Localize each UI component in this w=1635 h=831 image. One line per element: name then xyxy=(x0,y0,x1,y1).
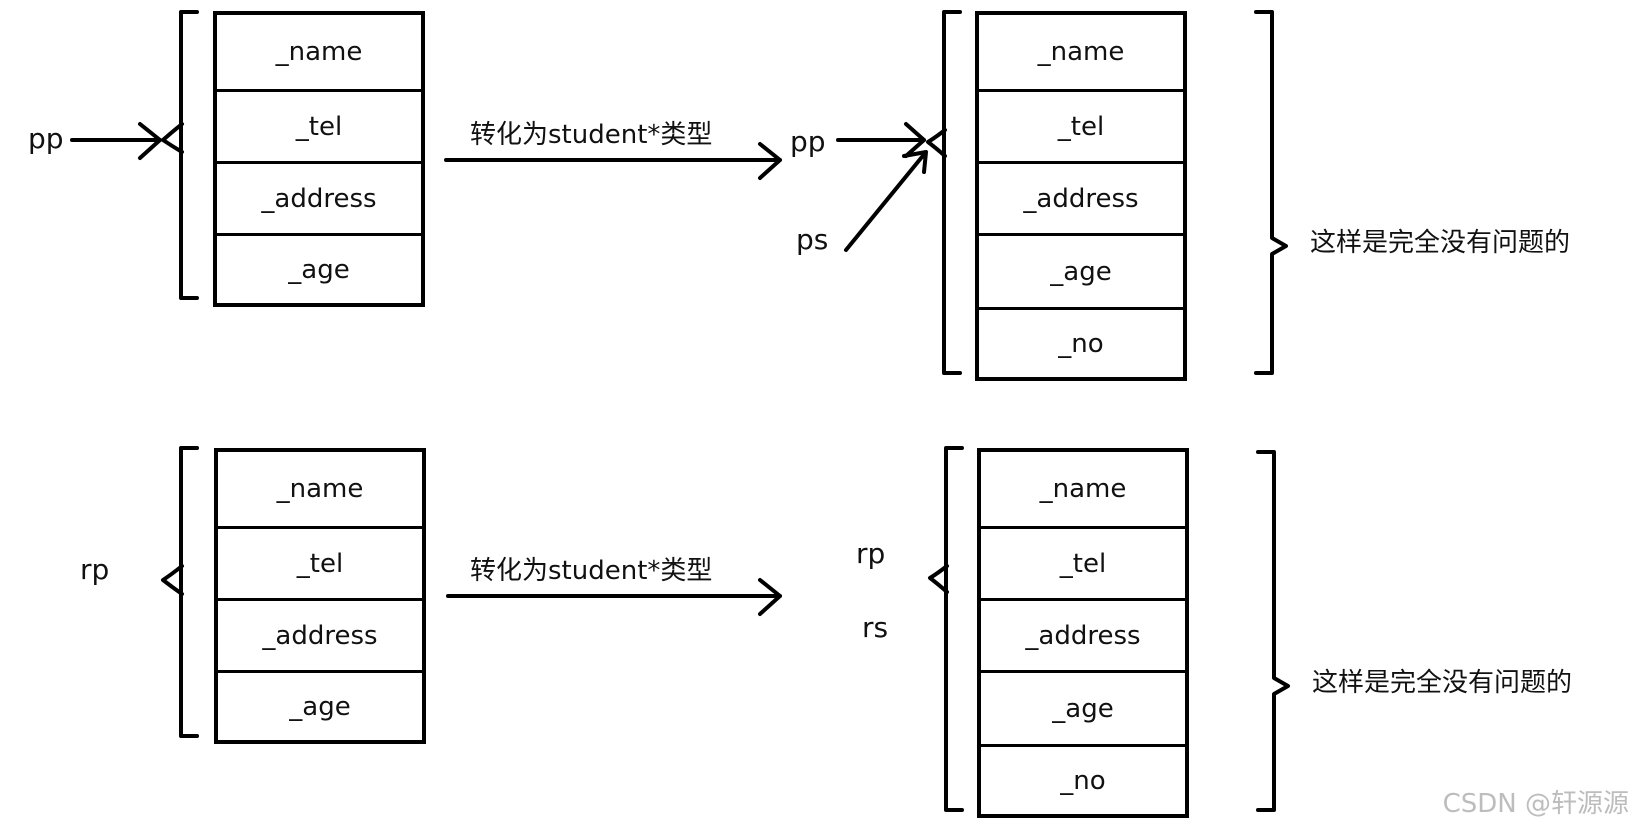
struct-field: _address xyxy=(218,598,422,670)
top-right-pp-arrow xyxy=(836,122,926,158)
struct-field: _tel xyxy=(979,89,1183,161)
struct-field: _age xyxy=(979,233,1183,307)
struct-field: _tel xyxy=(217,89,421,161)
top-closing-bracket xyxy=(1254,10,1288,375)
bottom-conversion-label: 转化为student*类型 xyxy=(470,556,713,586)
struct-field: _address xyxy=(979,161,1183,233)
top-pp-arrow xyxy=(70,122,162,160)
bottom-note: 这样是完全没有问题的 xyxy=(1312,668,1573,698)
top-left-struct-box: _name _tel _address _age xyxy=(213,11,425,307)
struct-field: _tel xyxy=(218,526,422,598)
bottom-right-pointer-rp: rp xyxy=(856,537,886,570)
top-left-square-bracket xyxy=(179,10,199,300)
struct-field: _name xyxy=(1037,37,1125,67)
top-right-square-bracket xyxy=(942,10,962,375)
struct-field: _no xyxy=(981,744,1185,814)
top-conversion-label: 转化为student*类型 xyxy=(470,120,713,150)
struct-field: _address xyxy=(981,598,1185,670)
bottom-left-square-bracket xyxy=(179,446,199,738)
struct-field: _name xyxy=(275,37,363,67)
struct-field: _tel xyxy=(981,526,1185,598)
top-left-pointer-label: pp xyxy=(28,122,64,155)
bottom-left-curly-brace xyxy=(161,564,184,596)
top-right-struct-box: _name _tel _address _age _no xyxy=(975,11,1187,381)
top-left-curly-brace xyxy=(161,122,184,154)
bottom-left-struct-box: _name _tel _address _age xyxy=(214,448,426,744)
struct-field: _age xyxy=(217,233,421,303)
bottom-right-struct-box: _name _tel _address _age _no xyxy=(977,448,1189,818)
bottom-right-square-bracket xyxy=(944,446,964,812)
top-right-pointer-pp: pp xyxy=(790,125,826,158)
bottom-conversion-arrow xyxy=(446,578,782,616)
struct-field: _no xyxy=(979,307,1183,377)
struct-field: _name xyxy=(276,474,364,504)
bottom-right-curly-brace xyxy=(928,564,949,594)
bottom-left-pointer-label: rp xyxy=(80,553,110,586)
csdn-watermark: CSDN @轩源源 xyxy=(1442,789,1629,819)
bottom-right-pointer-rs: rs xyxy=(862,611,889,644)
top-right-pointer-ps: ps xyxy=(796,223,829,256)
top-right-ps-arrow xyxy=(844,150,928,252)
struct-field: _age xyxy=(981,670,1185,744)
top-conversion-arrow xyxy=(444,142,782,180)
struct-field: _name xyxy=(1039,474,1127,504)
top-right-curly-brace xyxy=(926,128,947,158)
top-note: 这样是完全没有问题的 xyxy=(1310,228,1571,258)
struct-field: _age xyxy=(218,670,422,740)
bottom-closing-bracket xyxy=(1256,450,1290,812)
struct-field: _address xyxy=(217,161,421,233)
